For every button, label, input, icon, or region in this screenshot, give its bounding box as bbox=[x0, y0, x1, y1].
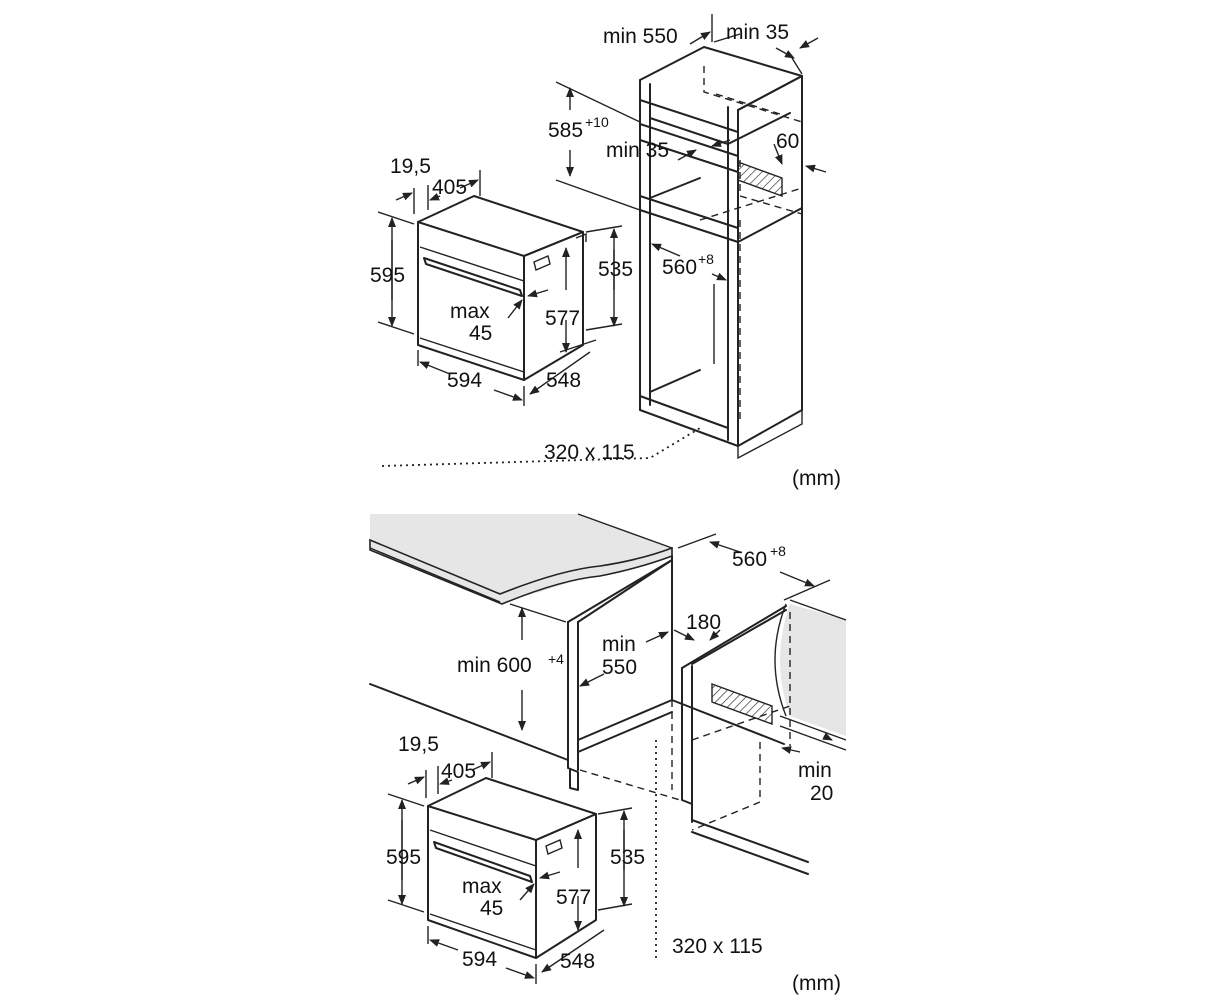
top-label-unit: (mm) bbox=[792, 467, 841, 490]
bottom-label-595: 595 bbox=[386, 846, 421, 869]
top-label-595: 595 bbox=[370, 264, 405, 287]
top-oven-panel-line bbox=[419, 246, 525, 282]
bottom-label-min20-a: min bbox=[798, 759, 832, 782]
top-label-min35-top: min 35 bbox=[726, 21, 789, 44]
top-label-577: 577 bbox=[545, 307, 580, 330]
top-oven-knob bbox=[533, 255, 551, 271]
top-oven-side bbox=[523, 231, 584, 381]
top-label-max: max bbox=[450, 300, 490, 323]
bottom-label-vent: 320 x 115 bbox=[672, 935, 763, 958]
top-cabinet bbox=[639, 46, 803, 460]
top-cabinet-top bbox=[639, 46, 803, 111]
bottom-label-560-sup: +8 bbox=[770, 543, 786, 559]
top-oven-dimensions bbox=[377, 170, 623, 406]
bottom-label-535: 535 bbox=[610, 846, 645, 869]
top-oven bbox=[417, 195, 587, 381]
top-vent-slot bbox=[737, 161, 783, 197]
top-label-405: 405 bbox=[432, 176, 467, 199]
bottom-label-max-val: 45 bbox=[480, 897, 503, 920]
top-oven-tab bbox=[575, 232, 587, 242]
top-label-594: 594 bbox=[447, 369, 482, 392]
top-cabinet-front-left bbox=[639, 79, 739, 447]
top-cabinet-dimensions bbox=[381, 14, 827, 467]
top-label-585-sup: +10 bbox=[585, 114, 609, 130]
bottom-countertop-dimensions bbox=[509, 533, 833, 958]
top-label-max-val: 45 bbox=[469, 322, 492, 345]
top-label-535: 535 bbox=[598, 258, 633, 281]
top-cabinet-right bbox=[737, 75, 803, 447]
top-label-vent: 320 x 115 bbox=[544, 441, 635, 464]
bottom-label-548: 548 bbox=[560, 950, 595, 973]
top-label-560-sup: +8 bbox=[698, 251, 714, 267]
bottom-oven-knob bbox=[545, 839, 563, 855]
top-oven-handle bbox=[423, 257, 523, 297]
bottom-label-min550-b: 550 bbox=[602, 656, 637, 679]
bottom-oven-side bbox=[535, 813, 597, 959]
bottom-label-560: 560 bbox=[732, 548, 767, 571]
bottom-niche bbox=[369, 555, 809, 875]
bottom-label-min600-sup: +4 bbox=[548, 651, 564, 667]
top-label-60: 60 bbox=[776, 130, 799, 153]
top-oven-door-line bbox=[419, 337, 525, 373]
bottom-countertop bbox=[369, 513, 847, 751]
bottom-vent-slot bbox=[711, 682, 773, 726]
bottom-label-19-5: 19,5 bbox=[398, 733, 439, 756]
bottom-label-max: max bbox=[462, 875, 502, 898]
bottom-label-min600: min 600 bbox=[457, 654, 532, 677]
bottom-label-min20-b: 20 bbox=[810, 782, 833, 805]
bottom-label-405: 405 bbox=[441, 760, 476, 783]
bottom-oven-handle bbox=[433, 841, 533, 883]
bottom-oven bbox=[427, 777, 597, 959]
top-label-min35-mid: min 35 bbox=[606, 139, 669, 162]
top-vent-leader bbox=[381, 427, 701, 467]
bottom-oven-dimensions bbox=[387, 752, 633, 984]
bottom-label-180: 180 bbox=[686, 611, 721, 634]
top-label-min550: min 550 bbox=[603, 25, 678, 48]
bottom-label-unit: (mm) bbox=[792, 972, 841, 995]
top-label-548: 548 bbox=[546, 369, 581, 392]
top-label-19-5: 19,5 bbox=[390, 155, 431, 178]
top-label-585: 585 bbox=[548, 119, 583, 142]
top-cabinet-plinth bbox=[737, 410, 803, 460]
bottom-label-min550-a: min bbox=[602, 633, 636, 656]
bottom-label-594: 594 bbox=[462, 948, 497, 971]
bottom-label-577: 577 bbox=[556, 886, 591, 909]
top-label-560: 560 bbox=[662, 256, 697, 279]
top-oven-top bbox=[417, 195, 584, 257]
